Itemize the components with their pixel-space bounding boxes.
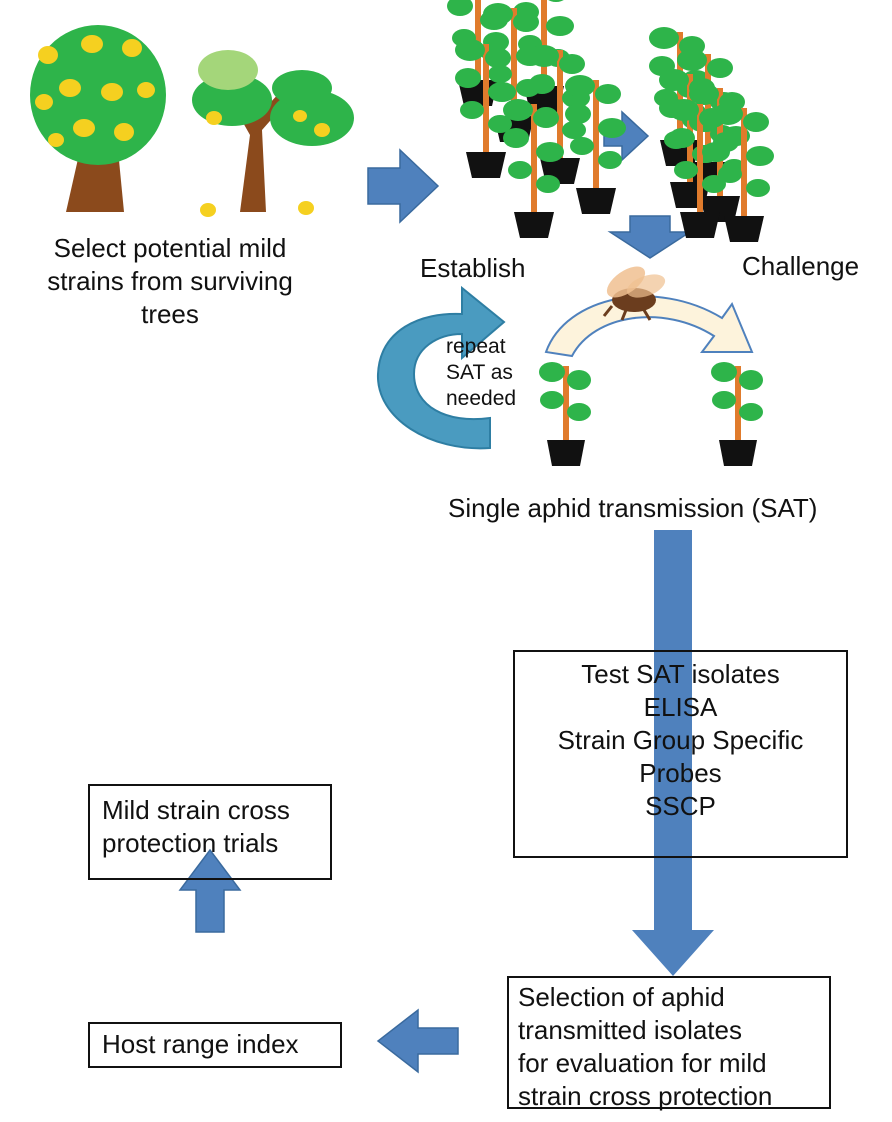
sat-recipient-plant-icon xyxy=(711,362,763,466)
selection-box-line-3: for evaluation for mild xyxy=(518,1048,767,1078)
cycle-arrow-icon xyxy=(376,285,506,450)
selection-box-line-2: transmitted isolates xyxy=(518,1015,742,1045)
select-strains-line-3: trees xyxy=(141,299,199,329)
establish-plant-group xyxy=(447,0,626,238)
sat-source-plant-icon xyxy=(539,362,591,466)
repeat-sat-label: repeat SAT as needed xyxy=(446,334,516,412)
selection-box-line-1: Selection of aphid xyxy=(518,982,725,1012)
block-arrow-icon xyxy=(178,110,714,1074)
sat-label: Single aphid transmission (SAT) xyxy=(448,493,818,523)
host-range-text: Host range index xyxy=(102,1029,299,1059)
test-box-line-1: Test SAT isolates xyxy=(581,659,780,689)
select-strains-line-2: strains from surviving xyxy=(47,266,293,296)
aphid-icon xyxy=(602,266,666,321)
trials-box-line-1: Mild strain cross xyxy=(102,795,290,825)
host-range-index-box: Host range index xyxy=(88,1022,342,1068)
trials-box-line-2: protection trials xyxy=(102,828,279,858)
selection-isolates-box: Selection of aphid transmitted isolates … xyxy=(507,976,831,1111)
test-sat-isolates-box: Test SAT isolates ELISA Strain Group Spe… xyxy=(513,650,848,858)
repeat-line-1: repeat xyxy=(446,335,506,358)
select-strains-line-1: Select potential mild xyxy=(53,233,287,263)
selection-box-line-4: strain cross protection xyxy=(518,1081,773,1111)
test-box-line-2: ELISA xyxy=(643,692,718,722)
repeat-line-2: SAT as xyxy=(446,361,513,384)
declining-tree-icon xyxy=(192,50,354,217)
establish-label: Establish xyxy=(420,253,526,283)
test-box-line-3: Strain Group Specific xyxy=(557,725,804,755)
repeat-line-3: needed xyxy=(446,387,517,410)
test-box-line-4: Probes xyxy=(639,758,722,788)
challenge-label: Challenge xyxy=(742,251,860,281)
transmission-arrow-icon xyxy=(544,295,754,358)
challenge-plant-group xyxy=(649,27,774,242)
healthy-tree-icon xyxy=(30,25,166,212)
cross-protection-trials-box: Mild strain cross protection trials xyxy=(88,784,332,880)
test-box-line-5: SSCP xyxy=(645,791,716,821)
select-strains-label: Select potential mild strains from survi… xyxy=(10,232,330,331)
